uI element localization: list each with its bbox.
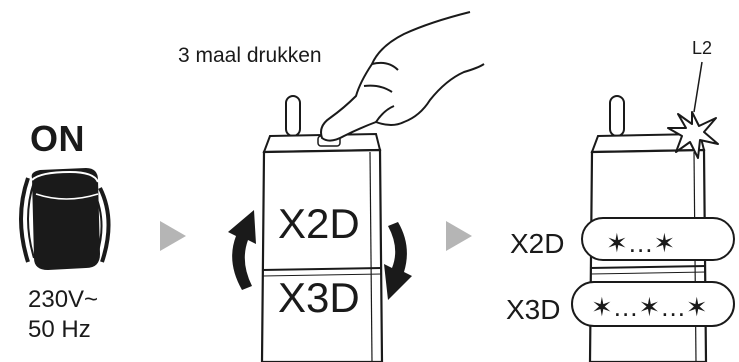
remote-control-middle xyxy=(260,95,384,362)
rotation-arrows-icon xyxy=(228,210,412,300)
mode-x2d-label: X2D xyxy=(278,200,360,247)
led-label: L2 xyxy=(692,38,713,58)
x3d-blink-pattern: ✶...✶...✶ xyxy=(591,292,709,322)
step-arrow-1-icon xyxy=(160,221,186,251)
press-instruction: 3 maal drukken xyxy=(178,44,322,67)
hand-icon xyxy=(320,11,485,142)
frequency-label: 50 Hz xyxy=(28,316,91,343)
x2d-row-label: X2D xyxy=(510,228,565,259)
x2d-blink-pattern: ✶...✶ xyxy=(606,228,677,258)
x2d-blink-pill xyxy=(581,217,735,261)
step-arrow-2-icon xyxy=(446,221,472,251)
mode-x3d-label: X3D xyxy=(278,274,360,321)
x3d-row-label: X3D xyxy=(506,294,561,325)
power-on-label: ON xyxy=(30,118,85,159)
led-flash-icon xyxy=(667,61,719,159)
x3d-blink-pill xyxy=(571,281,735,327)
voltage-label: 230V~ xyxy=(28,286,99,313)
power-plug-icon xyxy=(19,168,111,270)
